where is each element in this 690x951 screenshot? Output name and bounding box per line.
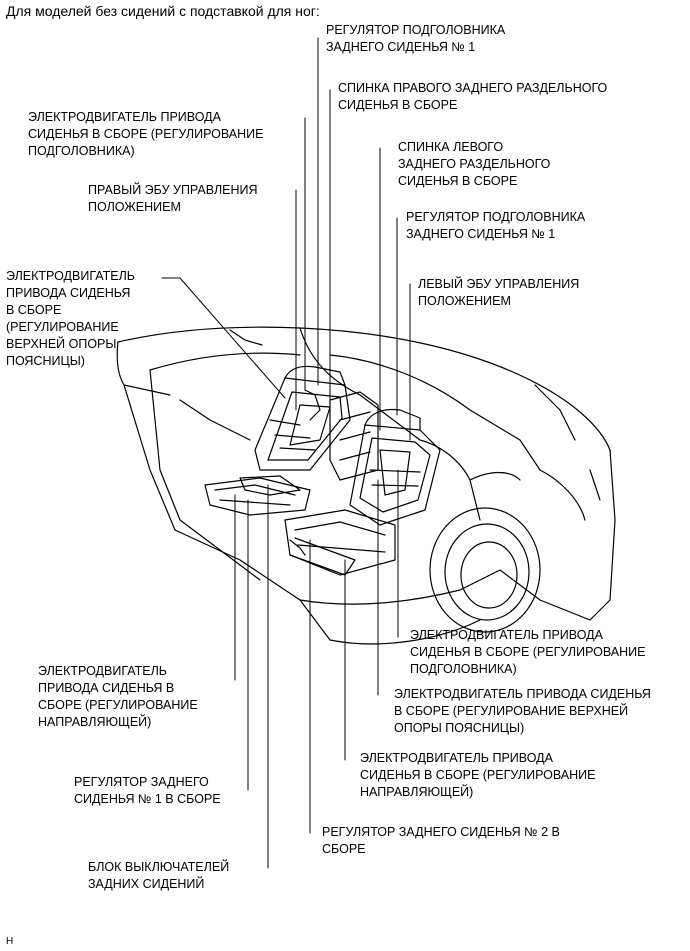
label-rear-seat-regulator-2: РЕГУЛЯТОР ЗАДНЕГО СИДЕНЬЯ № 2 В СБОРЕ [322, 825, 560, 856]
label-right-position-ecu: ПРАВЫЙ ЭБУ УПРАВЛЕНИЯ ПОЛОЖЕНИЕМ [88, 183, 258, 214]
label-motor-rail-right: ЭЛЕКТРОДВИГАТЕЛЬ ПРИВОДА СИДЕНЬЯ В СБОРЕ… [38, 664, 198, 729]
right-seat-back-frame [254, 365, 351, 471]
label-rear-headrest-regulator-right: РЕГУЛЯТОР ПОДГОЛОВНИКА ЗАДНЕГО СИДЕНЬЯ №… [326, 23, 506, 54]
figure-footnote: H [6, 936, 14, 947]
label-motor-headrest-right: ЭЛЕКТРОДВИГАТЕЛЬ ПРИВОДА СИДЕНЬЯ В СБОРЕ… [28, 110, 264, 158]
car-body-outline [116, 326, 616, 645]
label-motor-rail-left: ЭЛЕКТРОДВИГАТЕЛЬ ПРИВОДА СИДЕНЬЯ В СБОРЕ… [360, 751, 596, 799]
label-motor-lumbar-right: ЭЛЕКТРОДВИГАТЕЛЬ ПРИВОДА СИДЕНЬЯ В СБОРЕ… [6, 269, 135, 368]
label-rear-headrest-regulator-left: РЕГУЛЯТОР ПОДГОЛОВНИКА ЗАДНЕГО СИДЕНЬЯ №… [406, 210, 586, 241]
leader-lines [161, 37, 411, 869]
label-rear-seat-switch-block: БЛОК ВЫКЛЮЧАТЕЛЕЙ ЗАДНИХ СИДЕНИЙ [88, 860, 230, 891]
label-motor-lumbar-left: ЭЛЕКТРОДВИГАТЕЛЬ ПРИВОДА СИДЕНЬЯ В СБОРЕ… [394, 687, 651, 735]
seat-cushions [204, 475, 396, 576]
label-left-position-ecu: ЛЕВЫЙ ЭБУ УПРАВЛЕНИЯ ПОЛОЖЕНИЕМ [418, 277, 580, 308]
diagram-title: Для моделей без сидений с подставкой для… [6, 3, 320, 19]
label-motor-headrest-left: ЭЛЕКТРОДВИГАТЕЛЬ ПРИВОДА СИДЕНЬЯ В СБОРЕ… [410, 628, 646, 676]
label-left-backrest-assembly: СПИНКА ЛЕВОГО ЗАДНЕГО РАЗДЕЛЬНОГО СИДЕНЬ… [398, 140, 551, 188]
label-rear-seat-regulator-1: РЕГУЛЯТОР ЗАДНЕГО СИДЕНЬЯ № 1 В СБОРЕ [74, 775, 221, 806]
left-seat-back-frame [349, 408, 441, 526]
label-right-backrest-assembly: СПИНКА ПРАВОГО ЗАДНЕГО РАЗДЕЛЬНОГО СИДЕН… [338, 81, 608, 112]
